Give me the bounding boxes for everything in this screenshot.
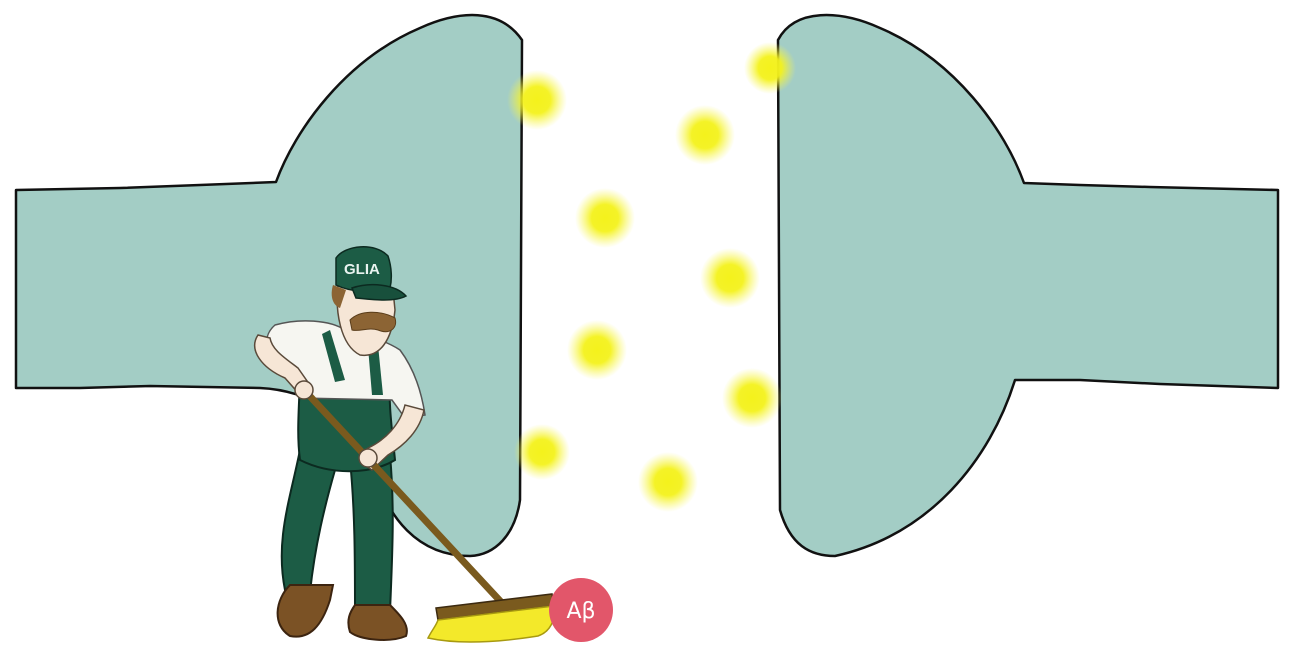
glia-cap-label: GLIA [344,261,380,278]
neurotransmitter-dot [675,105,735,165]
janitor-left-leg [282,450,335,592]
neurotransmitter-group [507,42,796,512]
amyloid-beta-particle: Aβ [549,578,613,642]
janitor-mustache [350,312,396,331]
presynaptic-neuron [16,15,522,556]
janitor-right-boot [348,605,407,640]
neurotransmitter-dot [722,368,782,428]
janitor-left-boot [278,585,333,637]
neurotransmitter-dot [638,452,698,512]
janitor-left-hand [295,381,313,399]
neurotransmitter-dot [700,248,760,308]
amyloid-beta-label: Aβ [566,599,595,624]
neurotransmitter-dot [514,424,570,480]
postsynaptic-neuron [778,15,1278,556]
janitor-right-hand [359,449,377,467]
neurotransmitter-dot [575,188,635,248]
neurotransmitter-dot [744,42,796,94]
neurotransmitter-dot [567,320,627,380]
neurotransmitter-dot [507,70,567,130]
